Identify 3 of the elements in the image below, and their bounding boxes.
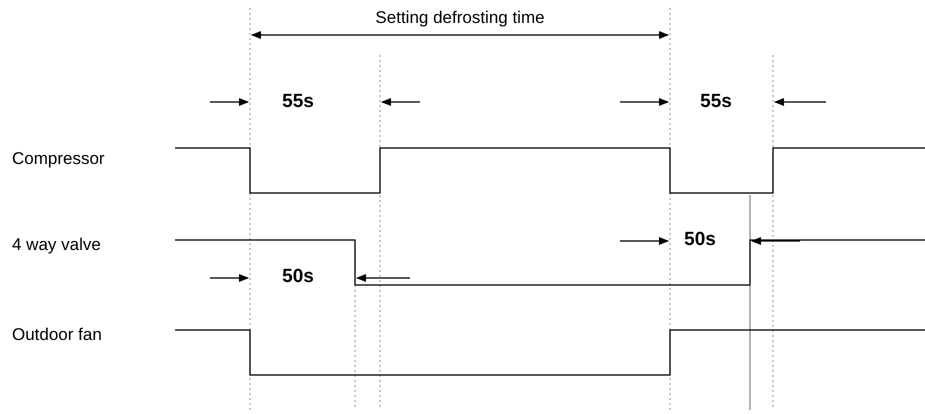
signal-name: Compressor [12, 150, 105, 169]
signal-name: Outdoor fan [12, 326, 102, 345]
signal-name: 4 way valve [12, 236, 101, 255]
